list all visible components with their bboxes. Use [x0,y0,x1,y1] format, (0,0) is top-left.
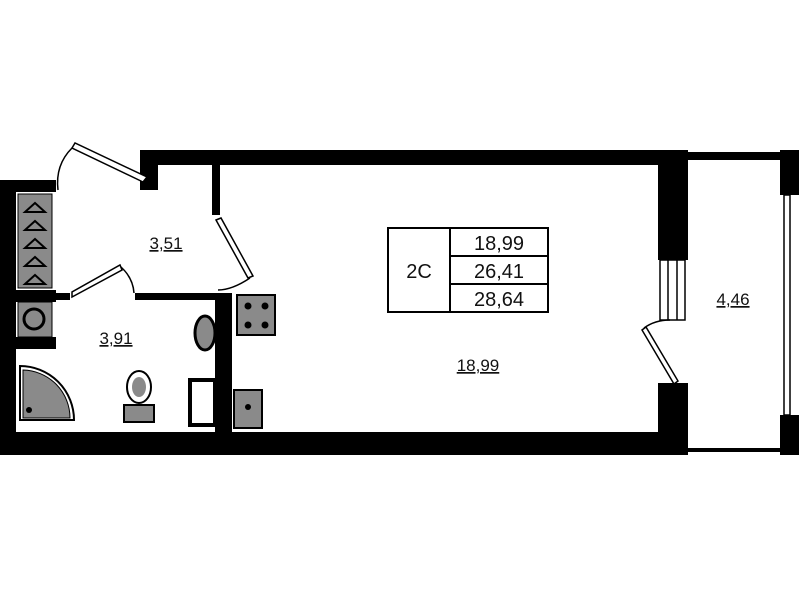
bathroom-door [71,263,123,299]
bathroom-sink [193,314,217,352]
windows [659,194,791,416]
wardrobe [17,193,53,289]
shaft [188,378,217,427]
area-with-balcony: 28,64 [474,289,524,311]
walls [0,150,799,455]
area-legend: 2С 18,99 26,41 28,64 [387,227,549,313]
toilet [123,370,155,423]
hallway-area: 3,51 [149,234,182,253]
bathroom-area: 3,91 [99,329,132,348]
kitchen-sink [233,389,263,429]
apartment-type: 2С [406,261,432,283]
doors [56,142,679,386]
total-area: 26,41 [474,261,524,283]
balcony-door [641,325,679,386]
entrance-door [70,142,149,183]
living-area: 18,99 [474,233,524,255]
shower-cabin [19,364,76,421]
living-room-area: 18,99 [457,356,500,375]
balcony-area: 4,46 [716,290,749,309]
stove [236,294,276,336]
washing-machine [17,301,53,338]
hallway-room-door [214,217,255,279]
